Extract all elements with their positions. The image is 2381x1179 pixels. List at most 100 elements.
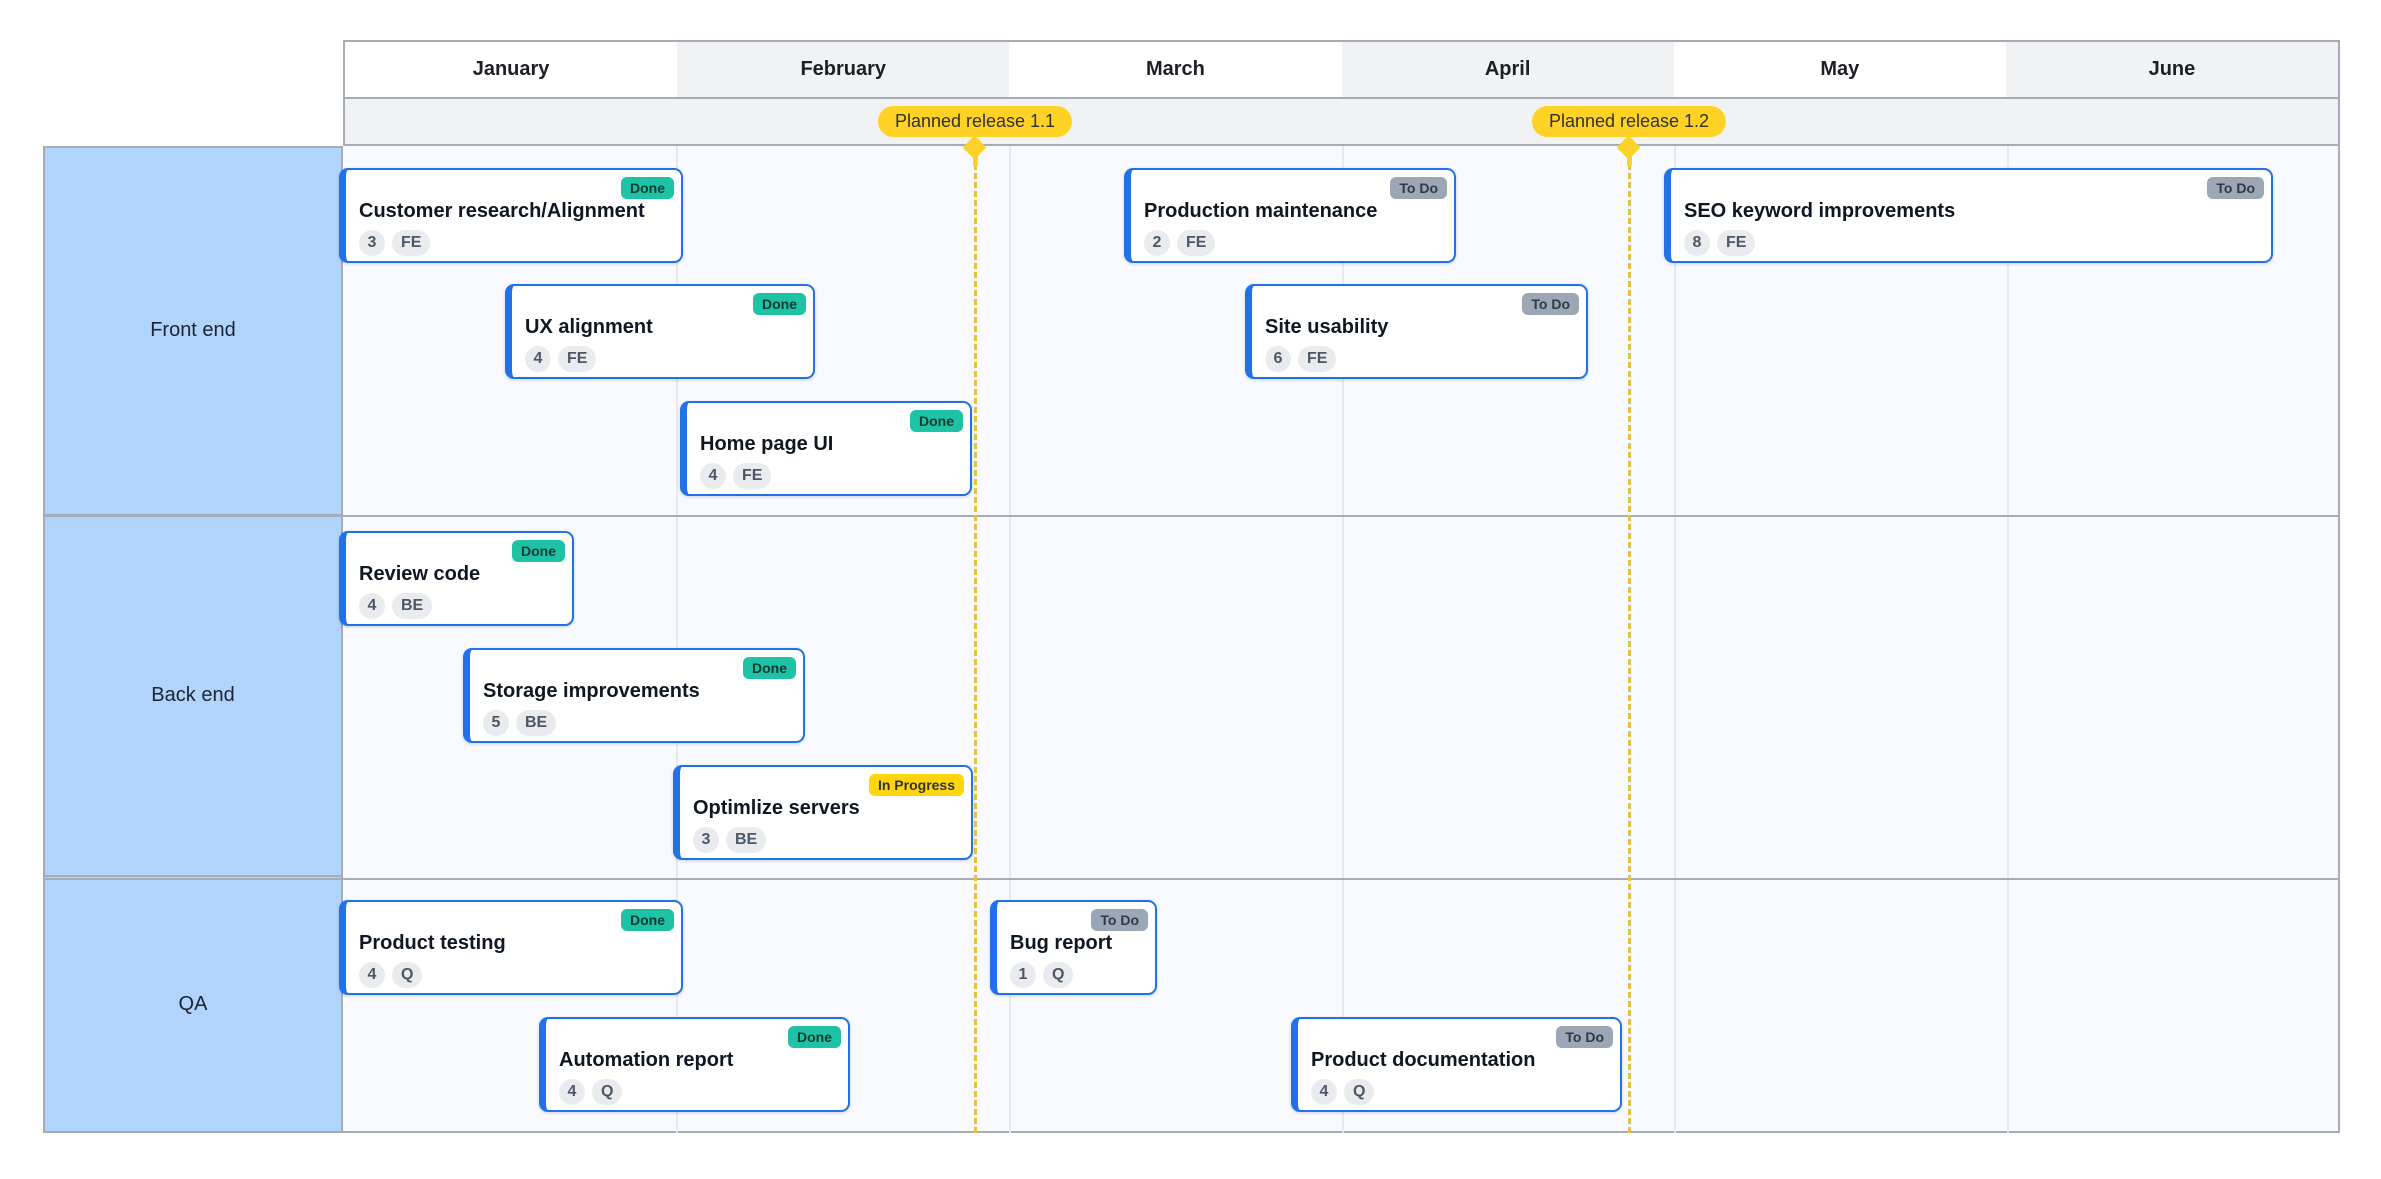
points-chip: 3 [693, 827, 719, 853]
status-badge: To Do [1556, 1026, 1613, 1048]
points-chip: 5 [483, 710, 509, 736]
team-chip: BE [392, 593, 433, 619]
month-header-february: February [677, 42, 1010, 97]
swimlane-qa: QA [45, 877, 341, 1131]
status-badge: Done [788, 1026, 841, 1048]
task-title: Bug report [1010, 932, 1113, 954]
team-chip: FE [1298, 346, 1337, 372]
points-chip: 4 [525, 346, 551, 372]
task-title: Production maintenance [1144, 200, 1378, 222]
month-header-row: January February March April May June [343, 40, 2340, 97]
month-header-january: January [472, 58, 550, 80]
status-badge: Done [621, 177, 674, 199]
status-badge: Done [621, 909, 674, 931]
task-chips: 8 FE [1684, 230, 1756, 256]
month-header-april: April [1341, 42, 1674, 97]
month-gridline [1342, 146, 1344, 1133]
task-title: SEO keyword improvements [1684, 200, 1956, 222]
task-chips: 4 BE [359, 593, 433, 619]
status-badge: To Do [2207, 177, 2264, 199]
team-chip: Q [1344, 1079, 1375, 1105]
team-chip: FE [1717, 230, 1756, 256]
points-chip: 6 [1265, 346, 1291, 372]
release-line [973, 146, 977, 1133]
task-chips: 4 FE [700, 463, 772, 489]
team-chip: BE [516, 710, 557, 736]
task-chips: 4 FE [525, 346, 597, 372]
month-header-march: March [1145, 58, 1205, 80]
swimlane-front-end: Front end [45, 148, 341, 516]
team-chip: Q [1043, 962, 1074, 988]
task-chips: 3 FE [359, 230, 431, 256]
release-pill-2[interactable]: Planned release 1.2 [1531, 106, 1727, 137]
points-chip: 3 [359, 230, 385, 256]
task-title: Storage improvements [483, 680, 700, 702]
month-header-may: May [1820, 58, 1860, 80]
task-title: Review code [359, 563, 481, 585]
release-stem-icon [1626, 154, 1632, 167]
team-chip: FE [392, 230, 431, 256]
team-chip: FE [558, 346, 597, 372]
task-title: Product testing [359, 932, 506, 954]
task-card-seo-keyword-improvements[interactable]: To Do SEO keyword improvements 8 FE [1664, 168, 2273, 263]
points-chip: 4 [1311, 1079, 1337, 1105]
points-chip: 4 [359, 962, 385, 988]
swimlane-back-end: Back end [45, 515, 341, 878]
task-title: Customer research/Alignment [359, 200, 645, 222]
release-stem-icon [972, 154, 978, 167]
month-gridline [676, 146, 678, 1133]
task-title: Optimlize servers [693, 797, 860, 819]
points-chip: 4 [359, 593, 385, 619]
status-badge: Done [753, 293, 806, 315]
team-chip: BE [726, 827, 767, 853]
status-badge: Done [512, 540, 565, 562]
team-chip: FE [733, 463, 772, 489]
month-gridline [1009, 146, 1011, 1133]
points-chip: 8 [1684, 230, 1710, 256]
release-pill-1[interactable]: Planned release 1.1 [877, 106, 1073, 137]
points-chip: 2 [1144, 230, 1170, 256]
task-card-site-usability[interactable]: To Do Site usability 6 FE [1245, 284, 1588, 379]
team-chip: Q [592, 1079, 623, 1105]
lane-divider [43, 878, 2340, 880]
month-header-june: June [2005, 42, 2339, 97]
lane-divider [43, 515, 2340, 517]
task-card-ux-alignment[interactable]: Done UX alignment 4 FE [505, 284, 815, 379]
task-chips: 5 BE [483, 710, 557, 736]
task-title: Product documentation [1311, 1049, 1536, 1071]
points-chip: 4 [559, 1079, 585, 1105]
task-title: Home page UI [700, 433, 834, 455]
status-badge: In Progress [868, 774, 964, 796]
status-badge: To Do [1390, 177, 1447, 199]
task-chips: 3 BE [693, 827, 767, 853]
team-chip: Q [392, 962, 423, 988]
month-gridline [1674, 146, 1676, 1133]
status-badge: To Do [1091, 909, 1148, 931]
task-title: Site usability [1265, 316, 1389, 338]
release-row [343, 97, 2340, 146]
status-badge: Done [743, 657, 796, 679]
release-line [1627, 146, 1631, 1133]
status-badge: Done [910, 410, 963, 432]
month-gridline [2007, 146, 2009, 1133]
task-title: UX alignment [525, 316, 653, 338]
status-badge: To Do [1522, 293, 1579, 315]
points-chip: 4 [700, 463, 726, 489]
task-title: Automation report [559, 1049, 734, 1071]
points-chip: 1 [1010, 962, 1036, 988]
